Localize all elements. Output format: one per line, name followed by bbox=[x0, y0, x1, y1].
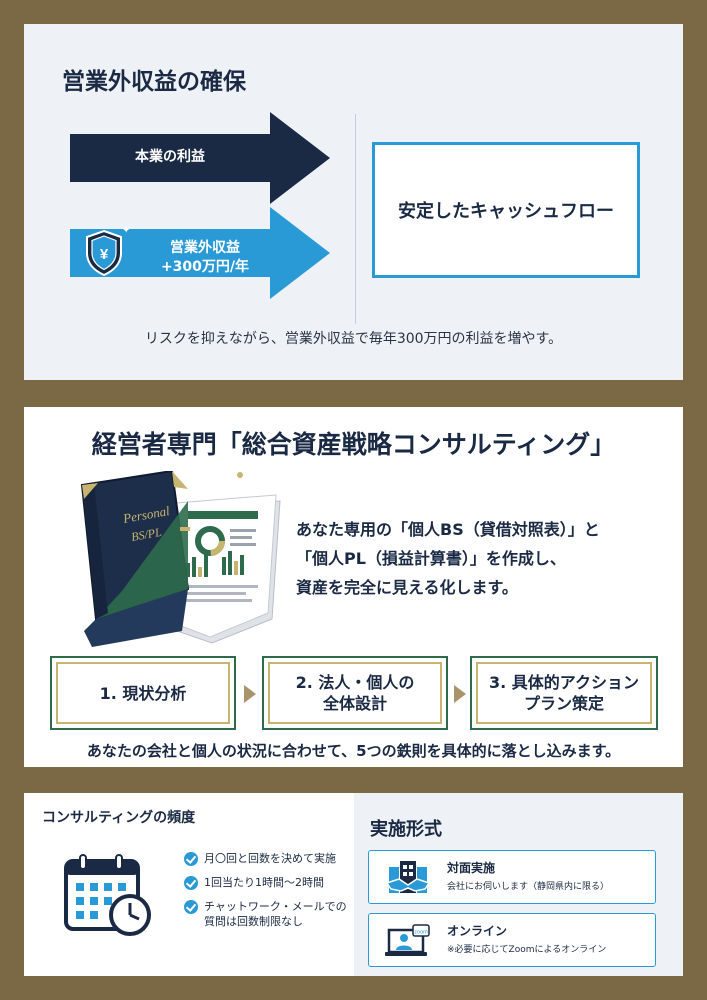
core-profit-label: 本業の利益 bbox=[135, 149, 205, 165]
description-line: あなた専用の「個人BS（貸借対照表）」と bbox=[296, 520, 600, 539]
check-icon bbox=[184, 900, 198, 914]
consulting-footer: あなたの会社と個人の状況に合わせて、5つの鉄則を具体的に落とし込みます。 bbox=[86, 742, 621, 760]
handshake-building-icon bbox=[385, 861, 431, 899]
step-label: 全体設計 bbox=[322, 694, 387, 713]
check-text: チャットワーク・メールでの bbox=[204, 900, 347, 913]
income-title: 営業外収益の確保 bbox=[62, 69, 246, 95]
step-label: プラン策定 bbox=[523, 694, 604, 713]
format-card-online: zoom オンライン ※必要に応じてZoomによるオンライン bbox=[368, 913, 656, 967]
step-label: 1. 現状分析 bbox=[99, 683, 187, 703]
step-label: 3. 具体的アクション bbox=[489, 673, 639, 692]
format-title: 実施形式 bbox=[370, 819, 442, 840]
check-text: 月〇回と回数を決めて実施 bbox=[204, 852, 336, 865]
format-card-in-person: 対面実施 会社にお伺いします（静岡県内に限る） bbox=[368, 850, 656, 904]
step-arrow-icon bbox=[454, 685, 466, 703]
income-caption: リスクを抑えながら、営業外収益で毎年300万円の利益を増やす。 bbox=[144, 331, 563, 347]
format-card-sub: 会社にお伺いします（静岡県内に限る） bbox=[447, 882, 610, 892]
consulting-title: 経営者専門「総合資産戦略コンサルティング」 bbox=[91, 430, 616, 459]
step-current-analysis: 1. 現状分析 bbox=[50, 656, 236, 730]
core-profit-arrow: 本業の利益 bbox=[70, 112, 330, 204]
shield-yen-symbol: ¥ bbox=[100, 246, 109, 263]
calendar-clock-icon bbox=[62, 853, 154, 943]
step-arrow-icon bbox=[244, 685, 256, 703]
step-label: 2. 法人・個人の bbox=[295, 673, 415, 692]
check-icon bbox=[184, 876, 198, 890]
format-card-title: オンライン bbox=[447, 924, 508, 938]
check-text: 1回当たり1時間〜2時間 bbox=[204, 876, 324, 889]
description-line: 資産を完全に見える化します。 bbox=[296, 578, 518, 597]
non-operating-amount: +300万円/年 bbox=[160, 259, 250, 275]
cashflow-box: 安定したキャッシュフロー bbox=[372, 142, 640, 278]
check-icon bbox=[184, 852, 198, 866]
laptop-zoom-icon: zoom bbox=[385, 924, 431, 962]
non-operating-title: 営業外収益 bbox=[170, 240, 240, 256]
check-text: 質問は回数制限なし bbox=[204, 915, 303, 928]
description-line: 「個人PL（損益計算書）」を作成し、 bbox=[296, 549, 566, 568]
non-operating-label: 営業外収益 +300万円/年 bbox=[130, 239, 280, 277]
non-operating-arrow: ¥ ✦ 営業外収益 +300万円/年 bbox=[70, 207, 330, 299]
check-item: 1回当たり1時間〜2時間 bbox=[184, 875, 347, 890]
details-panel: コンサルティングの頻度 bbox=[24, 793, 683, 976]
sparkle-icon: ✦ bbox=[122, 225, 131, 236]
frequency-checklist: 月〇回と回数を決めて実施 1回当たり1時間〜2時間 チャットワーク・メールでの … bbox=[184, 851, 347, 938]
format-section: 実施形式 対面実施 会社にお伺いします（静岡県内に限る） bbox=[354, 793, 683, 976]
divider-line bbox=[355, 114, 356, 324]
consulting-description: あなた専用の「個人BS（貸借対照表）」と 「個人PL（損益計算書）」を作成し、 … bbox=[296, 515, 600, 602]
format-card-sub: ※必要に応じてZoomによるオンライン bbox=[447, 945, 607, 955]
shield-yen-icon: ¥ bbox=[84, 229, 124, 277]
svg-text:zoom: zoom bbox=[414, 930, 428, 936]
consulting-panel: 経営者専門「総合資産戦略コンサルティング」 bbox=[24, 407, 683, 767]
frequency-title: コンサルティングの頻度 bbox=[42, 810, 196, 826]
personal-bspl-book-icon: Personal BS/PL bbox=[62, 469, 288, 651]
check-item: チャットワーク・メールでの 質問は回数制限なし bbox=[184, 899, 347, 929]
step-overall-design: 2. 法人・個人の 全体設計 bbox=[262, 656, 448, 730]
income-panel: 営業外収益の確保 本業の利益 ¥ ✦ 営業外収益 +300万円/年 安定したキャ… bbox=[24, 24, 683, 380]
format-card-title: 対面実施 bbox=[447, 861, 496, 875]
frequency-section: コンサルティングの頻度 bbox=[24, 793, 354, 976]
step-action-plan: 3. 具体的アクション プラン策定 bbox=[470, 656, 658, 730]
svg-text:BS/PL: BS/PL bbox=[130, 525, 163, 544]
check-item: 月〇回と回数を決めて実施 bbox=[184, 851, 347, 866]
